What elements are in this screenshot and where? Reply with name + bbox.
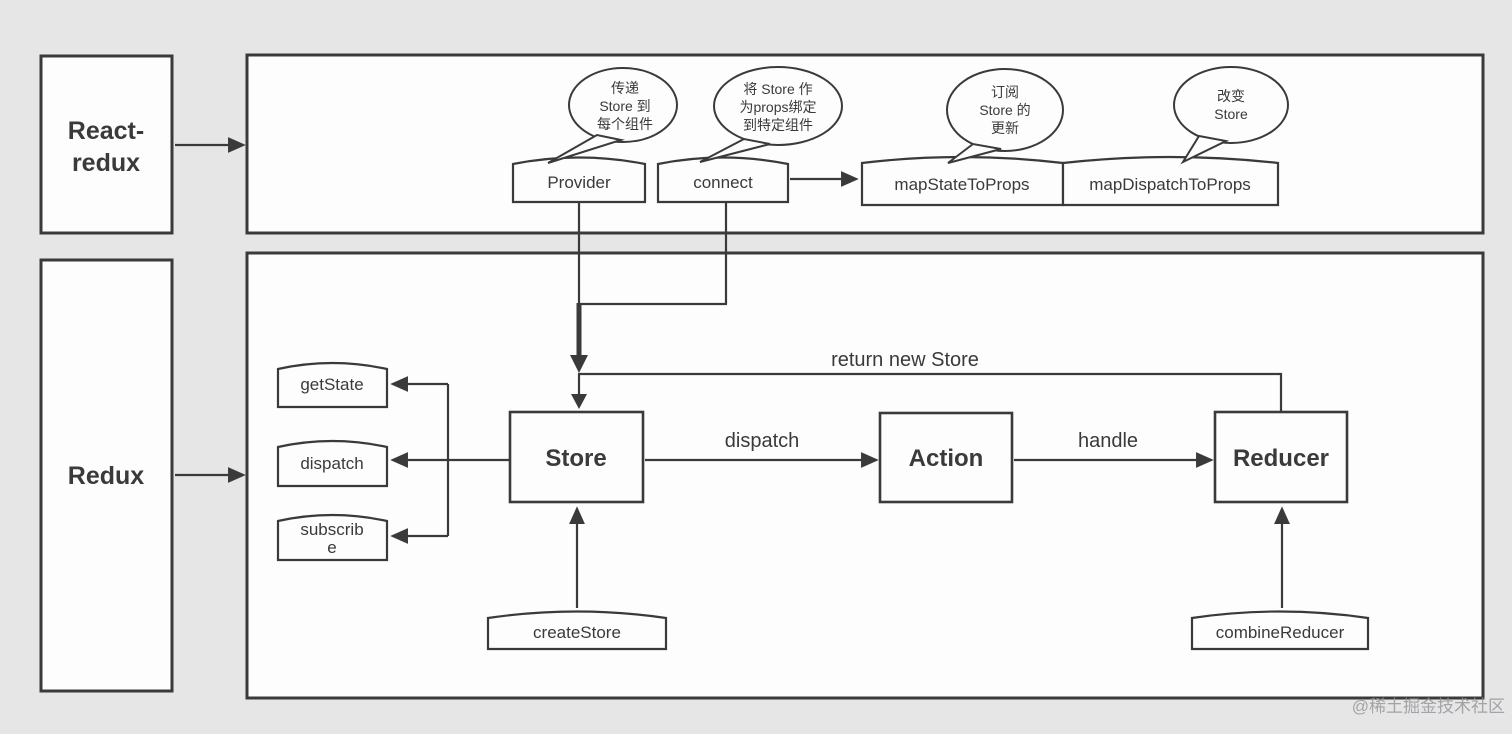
provider-bubble-line1: 传递 (611, 80, 639, 96)
return-new-store-label: return new Store (831, 349, 979, 371)
subscribe-label-line2: e (327, 538, 336, 557)
map-dispatch-to-props-label: mapDispatchToProps (1089, 175, 1251, 194)
react-redux-label-line2: redux (72, 149, 140, 177)
subscribe-card (276, 513, 389, 562)
dispatch-edge-label: dispatch (725, 430, 800, 452)
create-store-label: createStore (533, 623, 621, 642)
reducer-label: Reducer (1233, 445, 1329, 472)
mapdispatch-bubble-line1: 改变 (1217, 88, 1245, 104)
handle-edge-label: handle (1078, 430, 1138, 452)
get-state-label: getState (300, 375, 363, 394)
connect-bubble-line3: 到特定组件 (743, 117, 813, 133)
map-state-to-props-label: mapStateToProps (894, 175, 1029, 194)
dispatch-card (276, 439, 389, 488)
connect-bubble-tail (699, 137, 771, 163)
watermark-text: @稀土掘金技术社区 (1352, 697, 1505, 716)
create-store-card (486, 610, 668, 651)
mapstate-bubble-line2: Store 的 (979, 102, 1030, 118)
map-dispatch-to-props-card (1061, 155, 1280, 207)
provider-card (511, 156, 647, 204)
connect-label: connect (693, 173, 753, 192)
mapdispatch-bubble-line2: Store (1214, 106, 1248, 122)
mapstate-speech-bubble (946, 68, 1064, 152)
reducer-node (1213, 410, 1349, 504)
connect-speech-bubble (713, 66, 843, 146)
react-redux-layer-container (245, 53, 1485, 235)
connect-bubble-line1: 将 Store 作 (743, 81, 812, 97)
return-new-store-line (578, 372, 1283, 412)
action-node (878, 411, 1014, 504)
redux-label: Redux (68, 462, 145, 490)
subscribe-label-line1: subscrib (300, 520, 363, 539)
react-redux-label-line1: React- (68, 117, 144, 145)
mapdispatch-speech-bubble (1173, 66, 1289, 144)
merged-drop-arrowhead (570, 355, 588, 373)
store-label: Store (545, 445, 606, 472)
mapstate-bubble-tail (947, 142, 1002, 164)
react-redux-box (39, 54, 174, 235)
connect-card (656, 156, 790, 204)
action-label: Action (909, 445, 984, 472)
store-node (508, 410, 645, 504)
connect-bubble-line2: 为props绑定 (739, 99, 816, 115)
combine-reducer-label: combineReducer (1216, 623, 1345, 642)
provider-bubble-line3: 每个组件 (597, 116, 653, 132)
provider-label: Provider (547, 173, 611, 192)
mapstate-bubble-line3: 更新 (991, 120, 1019, 136)
dispatch-method-label: dispatch (300, 454, 363, 473)
redux-box (39, 258, 174, 693)
get-state-card (276, 361, 389, 409)
mapstate-bubble-line1: 订阅 (991, 84, 1019, 100)
provider-bubble-tail (547, 133, 625, 164)
provider-speech-bubble (568, 67, 678, 143)
combine-reducer-card (1190, 610, 1370, 651)
provider-bubble-line2: Store 到 (599, 98, 650, 114)
into-store-arrowhead (571, 394, 587, 409)
mapdispatch-bubble-tail (1180, 134, 1230, 165)
